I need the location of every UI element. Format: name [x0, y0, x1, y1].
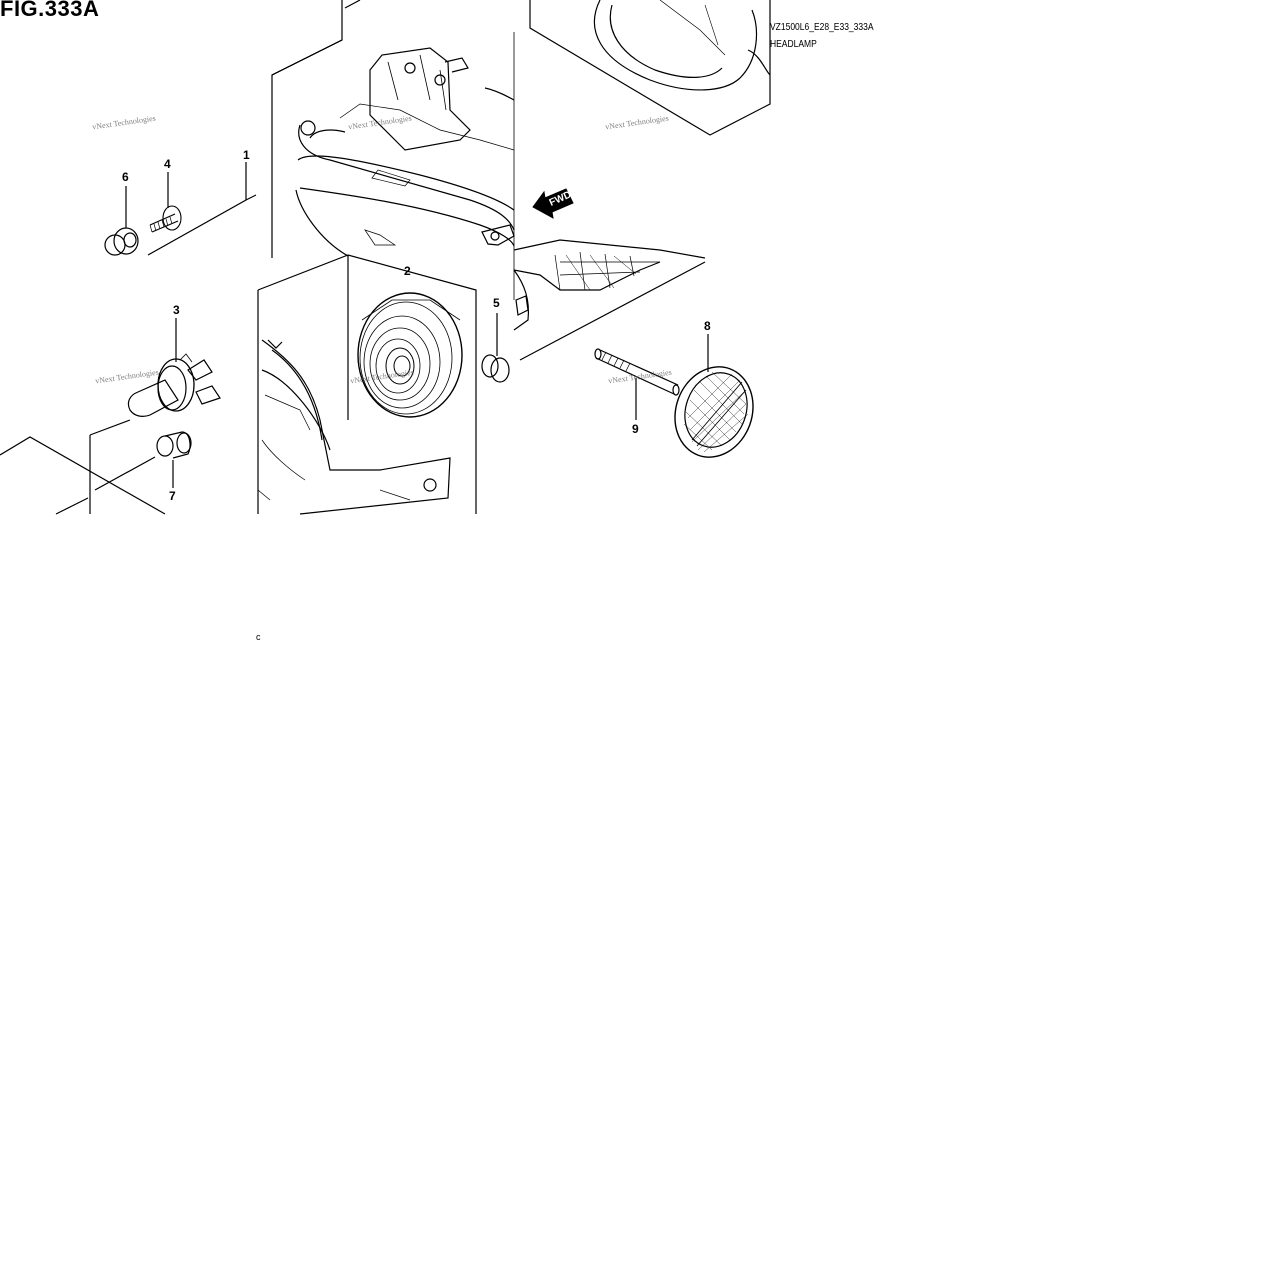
callout-6: 6 — [122, 170, 129, 184]
callout-9: 9 — [632, 422, 639, 436]
reflector-frame — [257, 254, 477, 515]
screw-part-4 — [149, 205, 182, 233]
callout-2: 2 — [404, 264, 411, 278]
headlamp-assembly-frame — [271, 0, 515, 300]
stud-part-9 — [594, 348, 680, 420]
grommet-part-6 — [104, 227, 139, 256]
callout-7: 7 — [169, 489, 176, 503]
bulb-part-3 — [127, 318, 221, 417]
part-group-title: HEADLAMP — [770, 39, 817, 50]
mounting-bracket — [513, 239, 706, 361]
callout-1: 1 — [243, 148, 250, 162]
reflector-part-8 — [674, 334, 754, 458]
callout-5: 5 — [493, 296, 500, 310]
headlamp-housing-frame — [529, 0, 771, 136]
figure-number: FIG.333A — [0, 0, 100, 21]
forward-arrow-icon: FWD — [532, 188, 574, 219]
stray-mark: c — [256, 632, 261, 642]
callout-4: 4 — [164, 157, 171, 171]
cap-part-7 — [156, 431, 192, 488]
callout-3: 3 — [173, 303, 180, 317]
grommet-part-5 — [481, 313, 510, 383]
callout-8: 8 — [704, 319, 711, 333]
reflector-hatch — [683, 371, 749, 453]
model-code: VZ1500L6_E28_E33_333A — [770, 22, 874, 33]
